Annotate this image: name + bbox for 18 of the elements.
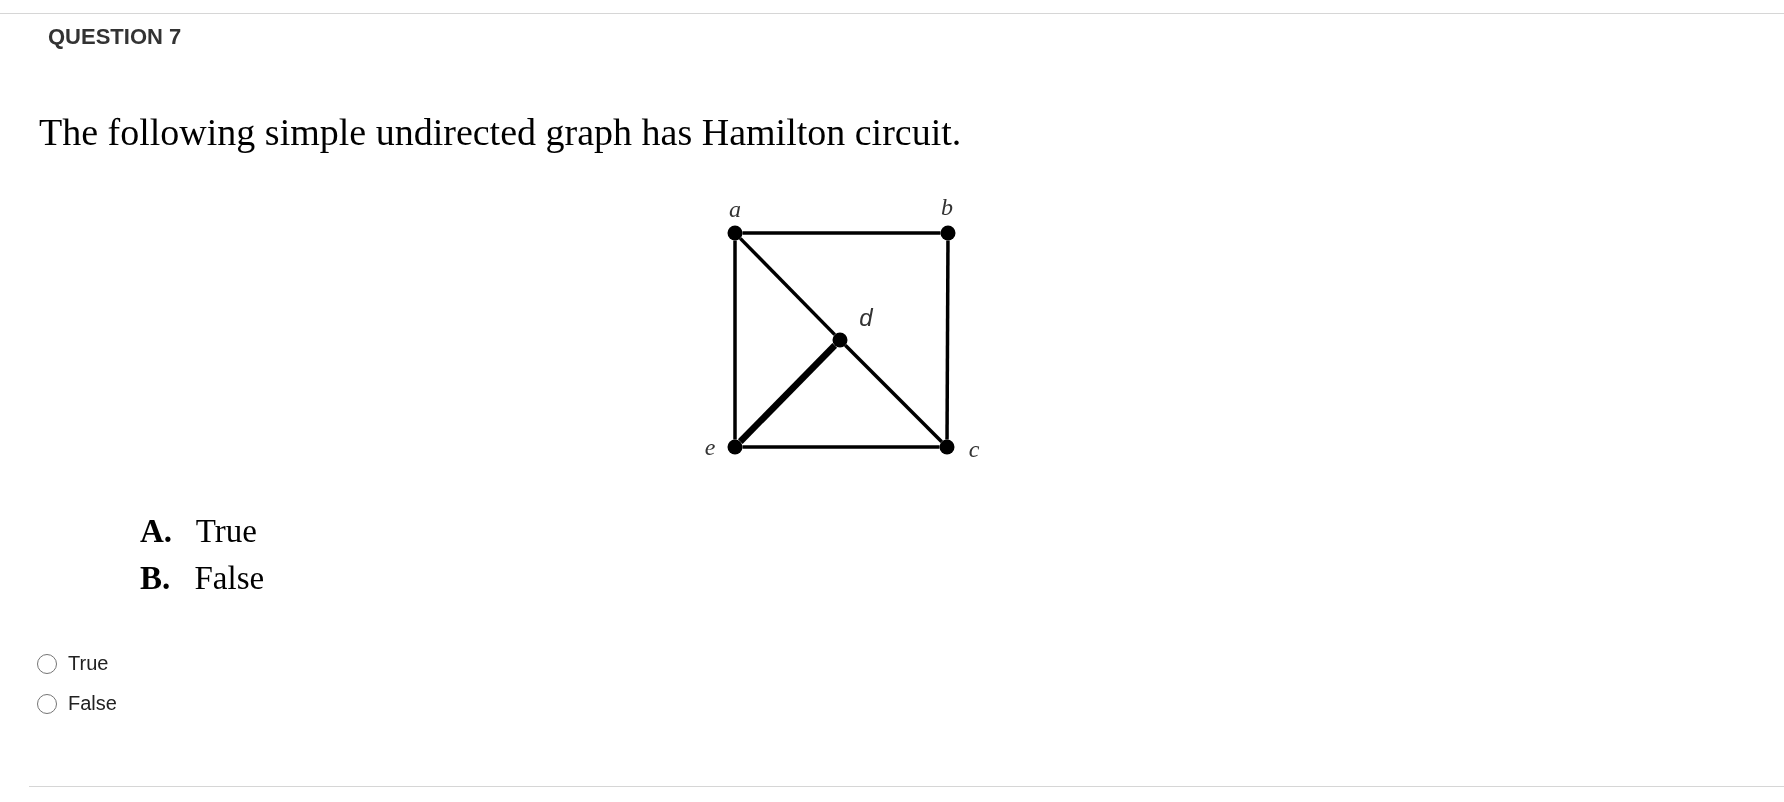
vertex-label: d [859, 306, 873, 330]
vertex-label: a [729, 197, 741, 221]
answer-choice-text: B. False [140, 562, 265, 595]
answer-choice-text: A. True [140, 515, 257, 548]
graph-edge [742, 231, 941, 235]
graph-edge [733, 240, 737, 440]
option-label: True [68, 653, 109, 673]
graph-edge [739, 237, 836, 336]
vertex-label: e [704, 435, 716, 459]
graph-edge [844, 344, 943, 443]
graph-edge [742, 445, 940, 449]
question-text: The following simple undirected graph has Hamilton circuit. [39, 113, 962, 151]
graph-edge [945, 240, 950, 440]
vertex-label: b [941, 195, 953, 219]
question-heading: QUESTION 7 [48, 26, 182, 48]
vertex-label: c [968, 437, 980, 461]
option-label: False [68, 693, 117, 713]
graph-edge [737, 343, 838, 444]
